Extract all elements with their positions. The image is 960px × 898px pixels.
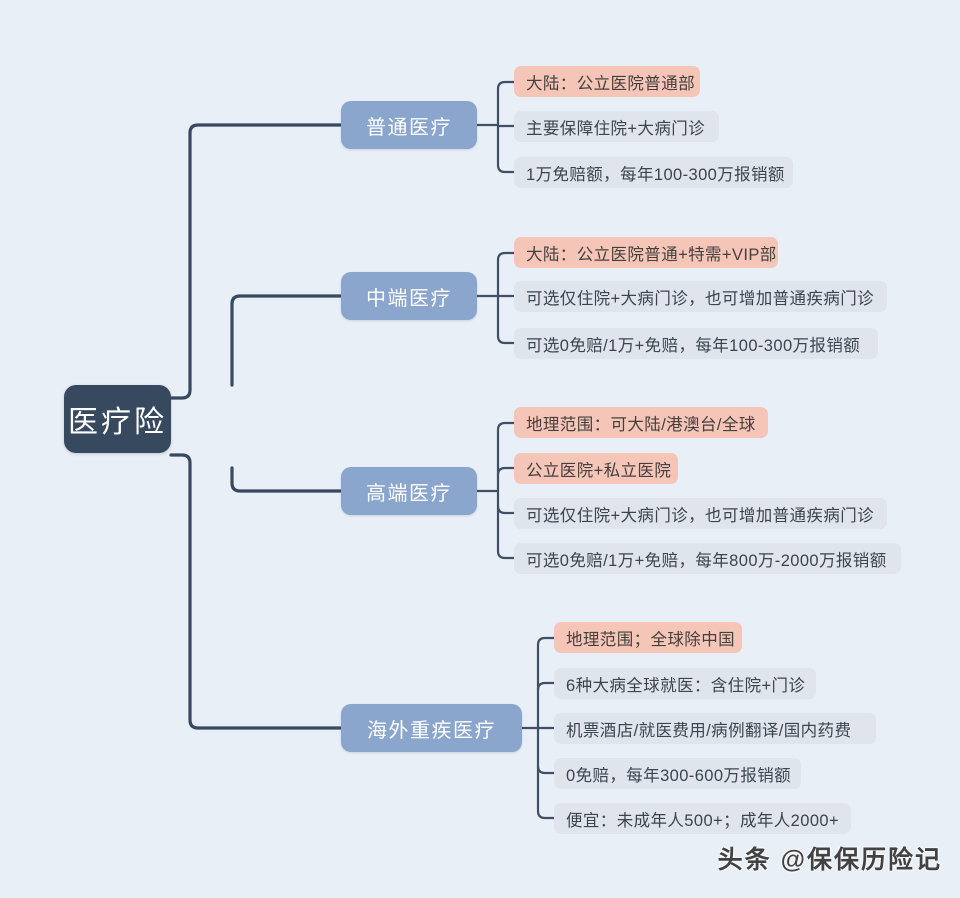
leaf-node[interactable]: 地理范围；全球除中国 bbox=[554, 622, 742, 653]
leaf-node[interactable]: 可选仅住院+大病门诊，也可增加普通疾病门诊 bbox=[514, 498, 887, 529]
leaf-node-label: 可选0免赔/1万+免赔，每年100-300万报销额 bbox=[526, 336, 861, 355]
leaf-node-label: 6种大病全球就医：含住院+门诊 bbox=[566, 676, 806, 695]
leaf-node[interactable]: 可选0免赔/1万+免赔，每年800万-2000万报销额 bbox=[514, 543, 901, 574]
branch-node-label: 海外重疾医疗 bbox=[367, 719, 496, 742]
leaf-node-label: 地理范围：可大陆/港澳台/全球 bbox=[526, 415, 756, 434]
leaf-node-label: 机票酒店/就医费用/病例翻译/国内药费 bbox=[566, 721, 852, 740]
leaf-node[interactable]: 便宜：未成年人500+；成年人2000+ bbox=[554, 803, 851, 834]
leaf-node-label: 可选仅住院+大病门诊，也可增加普通疾病门诊 bbox=[526, 506, 875, 525]
branch-node-midrange-medical[interactable]: 中端医疗 bbox=[341, 272, 477, 320]
root-node-label: 医疗险 bbox=[68, 406, 167, 439]
leaf-node-label: 地理范围；全球除中国 bbox=[566, 630, 735, 649]
branch-node-label: 中端医疗 bbox=[366, 287, 452, 310]
leaf-node[interactable]: 地理范围：可大陆/港澳台/全球 bbox=[514, 407, 768, 438]
watermark: 头条 @保保历险记 bbox=[717, 846, 942, 874]
leaf-node[interactable]: 1万免赔额，每年100-300万报销额 bbox=[514, 157, 793, 188]
leaf-node-label: 可选0免赔/1万+免赔，每年800万-2000万报销额 bbox=[526, 551, 887, 570]
leaf-node[interactable]: 公立医院+私立医院 bbox=[514, 453, 678, 484]
leaf-node[interactable]: 可选0免赔/1万+免赔，每年100-300万报销额 bbox=[514, 328, 878, 359]
leaf-node-label: 可选仅住院+大病门诊，也可增加普通疾病门诊 bbox=[526, 289, 875, 308]
leaf-node-label: 便宜：未成年人500+；成年人2000+ bbox=[566, 811, 840, 830]
leaf-node[interactable]: 机票酒店/就医费用/病例翻译/国内药费 bbox=[554, 713, 876, 744]
leaf-node-label: 主要保障住院+大病门诊 bbox=[526, 119, 706, 138]
branch-node-highend-medical[interactable]: 高端医疗 bbox=[341, 467, 477, 515]
root-node-medical-insurance[interactable]: 医疗险 bbox=[64, 385, 171, 453]
branch-node-overseas-critical-illness-medical[interactable]: 海外重疾医疗 bbox=[341, 704, 522, 752]
branch-node-label: 高端医疗 bbox=[366, 482, 452, 505]
leaf-node[interactable]: 大陆：公立医院普通+特需+VIP部 bbox=[514, 237, 778, 268]
branch-node-general-medical[interactable]: 普通医疗 bbox=[341, 101, 477, 149]
leaf-node-label: 0免赔，每年300-600万报销额 bbox=[566, 766, 792, 785]
leaf-node[interactable]: 大陆：公立医院普通部 bbox=[514, 66, 700, 97]
leaf-node-label: 1万免赔额，每年100-300万报销额 bbox=[526, 165, 785, 184]
leaf-node-label: 大陆：公立医院普通+特需+VIP部 bbox=[526, 245, 777, 264]
leaf-node[interactable]: 0免赔，每年300-600万报销额 bbox=[554, 758, 801, 789]
leaf-node[interactable]: 6种大病全球就医：含住院+门诊 bbox=[554, 668, 816, 699]
leaf-node-label: 公立医院+私立医院 bbox=[526, 461, 672, 480]
leaf-node[interactable]: 主要保障住院+大病门诊 bbox=[514, 111, 719, 142]
leaf-node-label: 大陆：公立医院普通部 bbox=[526, 74, 695, 93]
leaf-node[interactable]: 可选仅住院+大病门诊，也可增加普通疾病门诊 bbox=[514, 281, 887, 312]
branch-node-label: 普通医疗 bbox=[366, 116, 452, 139]
